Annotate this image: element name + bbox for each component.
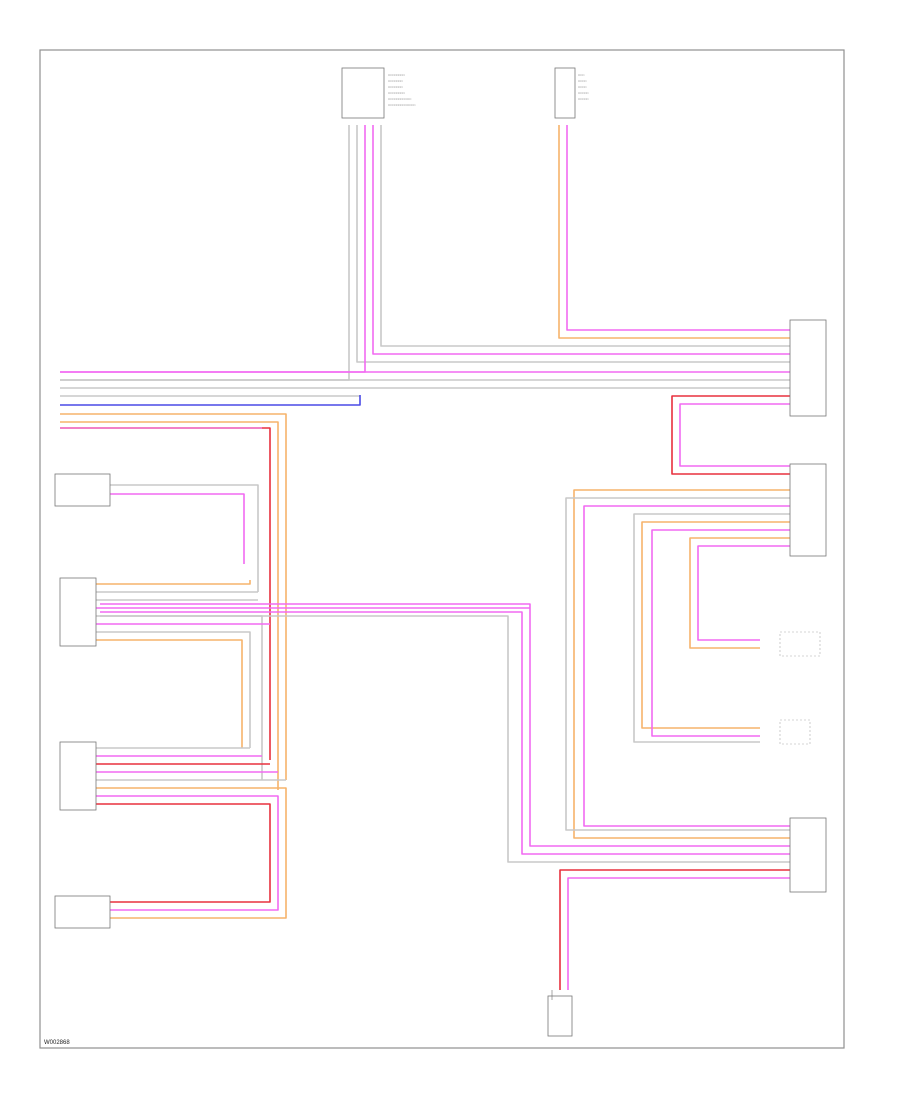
svg-text:▭▭▭▭▭: ▭▭▭▭▭ [578,91,589,95]
svg-text:▭▭▭▭▭▭▭▭: ▭▭▭▭▭▭▭▭ [388,73,406,77]
left-sensor-1-wires [110,484,259,592]
left-module-a [59,577,97,647]
svg-text:▭▭▭▭: ▭▭▭▭ [578,79,587,83]
top-right-harness [558,125,790,339]
right-module-3-feeds [100,603,790,1000]
top-center-connector: ▭▭▭▭▭▭▭▭ ▭▭▭▭▭▭▭ ▭▭▭▭▭▭▭ ▭▭▭▭▭▭▭▭ ▭▭▭▭▭▭… [341,67,416,119]
right-module-1-feeds [671,395,790,475]
left-module-a-wires [96,580,530,780]
svg-text:▭▭▭▭▭▭▭▭▭▭▭▭▭: ▭▭▭▭▭▭▭▭▭▭▭▭▭ [388,103,416,107]
right-module-3 [789,817,827,893]
right-module-2-feeds [565,489,790,839]
bottom-center-connector [547,995,573,1037]
right-small-connector-2 [779,719,811,745]
footer-code: W002868 [44,1040,70,1046]
left-module-b [59,741,97,811]
left-module-b-wires [96,747,287,919]
right-module-1 [789,319,827,417]
svg-text:▭▭▭: ▭▭▭ [578,73,585,77]
left-bottom-module [54,895,111,929]
svg-text:▭▭▭▭▭▭▭: ▭▭▭▭▭▭▭ [388,79,404,83]
top-center-harness [60,125,790,381]
svg-text:▭▭▭▭: ▭▭▭▭ [578,85,587,89]
svg-text:▭▭▭▭▭▭▭▭: ▭▭▭▭▭▭▭▭ [388,91,406,95]
diagram-border [39,49,845,1049]
right-small-connector-1 [779,631,821,657]
top-right-connector: ▭▭▭ ▭▭▭▭ ▭▭▭▭ ▭▭▭▭▭ ▭▭▭▭▭ [554,67,589,119]
svg-text:▭▭▭▭▭▭▭▭▭▭▭: ▭▭▭▭▭▭▭▭▭▭▭ [388,97,412,101]
right-module-2 [789,463,827,557]
svg-text:▭▭▭▭▭▭▭: ▭▭▭▭▭▭▭ [388,85,404,89]
svg-text:▭▭▭▭▭: ▭▭▭▭▭ [578,97,589,101]
left-sensor-1 [54,473,111,507]
left-bus-lines [60,371,790,790]
